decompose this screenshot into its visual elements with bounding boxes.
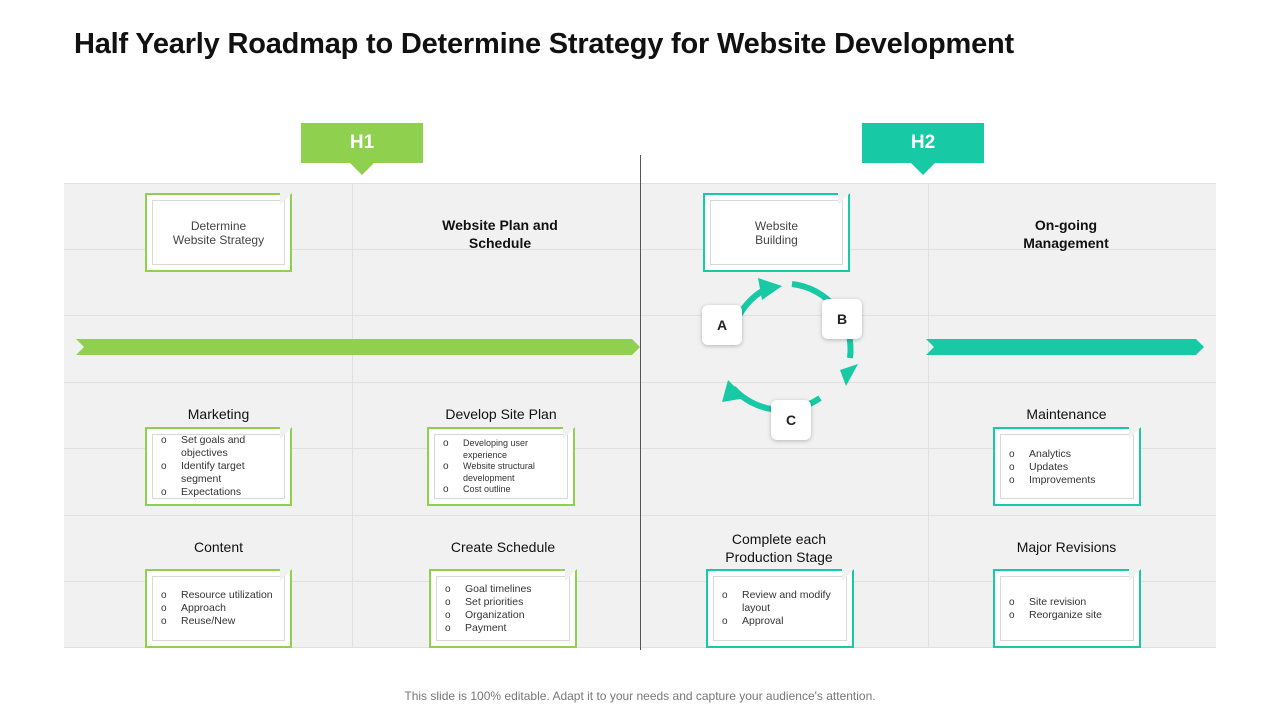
- schedule-card: Goal timelines Set priorities Organizati…: [429, 569, 577, 648]
- list-item: Site revision: [1009, 596, 1131, 609]
- list-item: Reorganize site: [1009, 609, 1131, 622]
- revisions-list: Site revision Reorganize site: [1009, 596, 1131, 622]
- list-item: Review and modify layout: [722, 589, 844, 615]
- content-card: Resource utilization Approach Reuse/New: [145, 569, 292, 648]
- website-building-card: Website Building: [703, 193, 850, 272]
- timeline-arrows: [76, 339, 1204, 355]
- schedule-heading: Create Schedule: [450, 539, 556, 555]
- list-item: Expectations: [161, 486, 282, 499]
- marketing-card: Set goals and objectives Identify target…: [145, 427, 292, 506]
- list-item: Analytics: [1009, 448, 1131, 461]
- list-item: Set goals and objectives: [161, 434, 282, 460]
- list-item: Improvements: [1009, 474, 1131, 487]
- timeline-arrow-3: [926, 339, 1204, 355]
- maintenance-card: Analytics Updates Improvements: [993, 427, 1141, 506]
- list-item: Set priorities: [445, 596, 567, 609]
- footer-note: This slide is 100% editable. Adapt it to…: [404, 689, 876, 703]
- list-item: Organization: [445, 609, 567, 622]
- site-plan-card: Developing user experience Website struc…: [427, 427, 575, 506]
- list-item: Resource utilization: [161, 589, 282, 602]
- production-heading: Complete each Production Stage: [725, 531, 833, 565]
- site-plan-heading: Develop Site Plan: [445, 406, 557, 422]
- revisions-card: Site revision Reorganize site: [993, 569, 1141, 648]
- list-item: Website structural development: [443, 461, 565, 484]
- timeline-arrow-1: [76, 339, 428, 355]
- maintenance-heading: Maintenance: [1026, 406, 1107, 422]
- grid-col-line: [352, 183, 353, 648]
- production-card: Review and modify layout Approval: [706, 569, 854, 648]
- page-title: Half Yearly Roadmap to Determine Strateg…: [74, 28, 1014, 60]
- schedule-list: Goal timelines Set priorities Organizati…: [445, 583, 567, 635]
- list-item: Approach: [161, 602, 282, 615]
- grid-col-line: [928, 183, 929, 648]
- list-item: Payment: [445, 622, 567, 635]
- list-item: Developing user experience: [443, 438, 565, 461]
- ongoing-management-heading: On-going Management: [1023, 217, 1109, 251]
- revisions-heading: Major Revisions: [1016, 539, 1117, 555]
- list-item: Updates: [1009, 461, 1131, 474]
- h1-tab: H1: [301, 123, 423, 175]
- marketing-list: Set goals and objectives Identify target…: [161, 434, 282, 499]
- site-plan-list: Developing user experience Website struc…: [443, 438, 565, 496]
- content-heading: Content: [193, 539, 244, 555]
- maintenance-list: Analytics Updates Improvements: [1009, 448, 1131, 487]
- cycle-node-a: A: [702, 305, 742, 345]
- marketing-heading: Marketing: [187, 406, 250, 422]
- cycle-node-b: B: [822, 299, 862, 339]
- h2-tab: H2: [862, 123, 984, 175]
- website-building-label: Website Building: [754, 218, 799, 247]
- content-list: Resource utilization Approach Reuse/New: [161, 589, 282, 628]
- cycle-node-c: C: [771, 400, 811, 440]
- half-divider: [640, 155, 641, 650]
- strategy-card-label: Determine Website Strategy: [172, 218, 265, 247]
- list-item: Identify target segment: [161, 460, 282, 486]
- website-plan-heading: Website Plan and Schedule: [442, 217, 558, 251]
- production-list: Review and modify layout Approval: [722, 589, 844, 628]
- list-item: Goal timelines: [445, 583, 567, 596]
- list-item: Reuse/New: [161, 615, 282, 628]
- list-item: Approval: [722, 615, 844, 628]
- timeline-arrow-2: [358, 339, 640, 355]
- list-item: Cost outline: [443, 484, 565, 496]
- strategy-card: Determine Website Strategy: [145, 193, 292, 272]
